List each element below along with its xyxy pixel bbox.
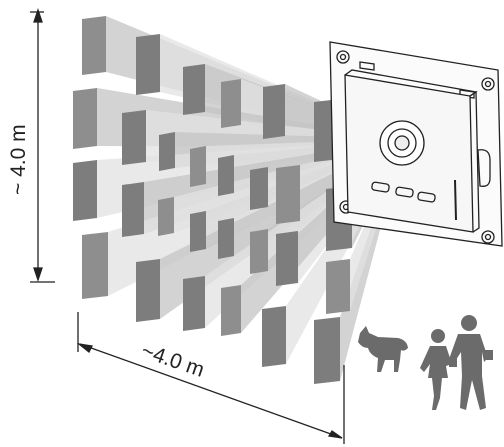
detection-zone-block bbox=[73, 88, 97, 149]
detection-zone-block bbox=[326, 259, 350, 314]
detection-zone-block bbox=[82, 232, 108, 299]
detection-zone-block bbox=[221, 285, 241, 336]
detection-zone-block bbox=[183, 64, 205, 115]
horizontal-dimension-line bbox=[76, 312, 345, 444]
vertical-dimension-label: ~ 4.0 m bbox=[7, 124, 30, 195]
detection-zone-block bbox=[158, 197, 174, 236]
detection-zone-block bbox=[122, 182, 144, 237]
horizontal-dimension-label: ~4.0 m bbox=[138, 339, 207, 382]
dog-icon bbox=[358, 326, 408, 372]
detection-zone-block bbox=[263, 84, 285, 139]
detection-zone-block bbox=[262, 306, 286, 367]
detection-zone-block bbox=[190, 211, 206, 252]
detection-zone-block bbox=[190, 146, 206, 187]
walking-people-icon bbox=[420, 315, 493, 410]
detection-zone-block bbox=[136, 34, 160, 95]
detection-zone-block bbox=[73, 160, 97, 221]
detection-zone-block bbox=[250, 167, 268, 210]
detection-zone-block bbox=[250, 229, 268, 274]
detection-zone-block bbox=[276, 165, 300, 224]
detection-zone-block bbox=[221, 79, 241, 128]
detection-zone-block bbox=[82, 16, 106, 75]
detection-zone-block bbox=[276, 231, 298, 286]
detection-zone-block bbox=[122, 110, 146, 165]
detection-zone-block bbox=[159, 132, 175, 171]
detection-zone-block bbox=[314, 317, 340, 384]
detection-zones bbox=[73, 16, 352, 384]
detection-zone-block bbox=[183, 276, 205, 331]
motion-sensor-icon bbox=[329, 41, 503, 247]
vertical-dimension-line bbox=[30, 7, 55, 283]
detection-zone-block bbox=[136, 259, 160, 322]
detection-zone-block bbox=[218, 218, 234, 259]
detection-zone-block bbox=[218, 155, 234, 196]
